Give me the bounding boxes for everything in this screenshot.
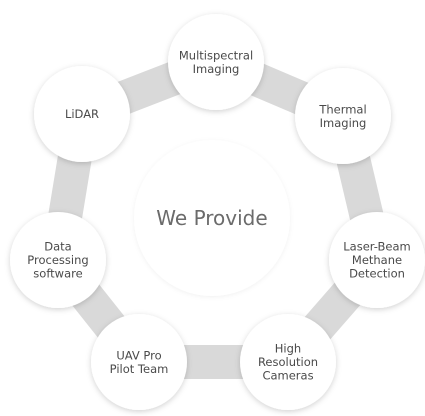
- service-label-line: Imaging: [320, 116, 367, 130]
- service-circle: [91, 314, 187, 410]
- service-circle: [168, 14, 264, 110]
- service-label-line: Pilot Team: [110, 362, 169, 376]
- center-circle: [134, 140, 290, 296]
- service-circle: [10, 212, 106, 308]
- service-label-line: LiDAR: [65, 107, 99, 121]
- center-label: We Provide: [156, 206, 267, 230]
- service-label-line: High: [275, 342, 301, 356]
- service-label-line: Detection: [349, 267, 405, 281]
- service-label-line: UAV Pro: [116, 348, 161, 362]
- center-node: We Provide: [134, 140, 290, 296]
- service-node-lidar: LiDAR: [34, 66, 130, 162]
- service-nodes: MultispectralImagingThermalImagingLaser-…: [10, 14, 425, 410]
- service-label-line: Multispectral: [179, 48, 253, 62]
- service-label-line: Cameras: [262, 369, 313, 383]
- service-circle: [329, 212, 425, 308]
- service-circle: [34, 66, 130, 162]
- service-label-line: Methane: [352, 253, 402, 267]
- service-circle: [240, 314, 336, 410]
- service-label-line: Resolution: [258, 355, 318, 369]
- service-label-line: Data: [44, 240, 71, 254]
- service-label-line: Processing: [27, 253, 88, 267]
- service-label-line: Imaging: [193, 62, 240, 76]
- service-label-line: software: [33, 267, 82, 281]
- service-label-line: Thermal: [318, 102, 366, 116]
- service-label-line: Laser-Beam: [343, 240, 410, 254]
- service-circle: [295, 68, 391, 164]
